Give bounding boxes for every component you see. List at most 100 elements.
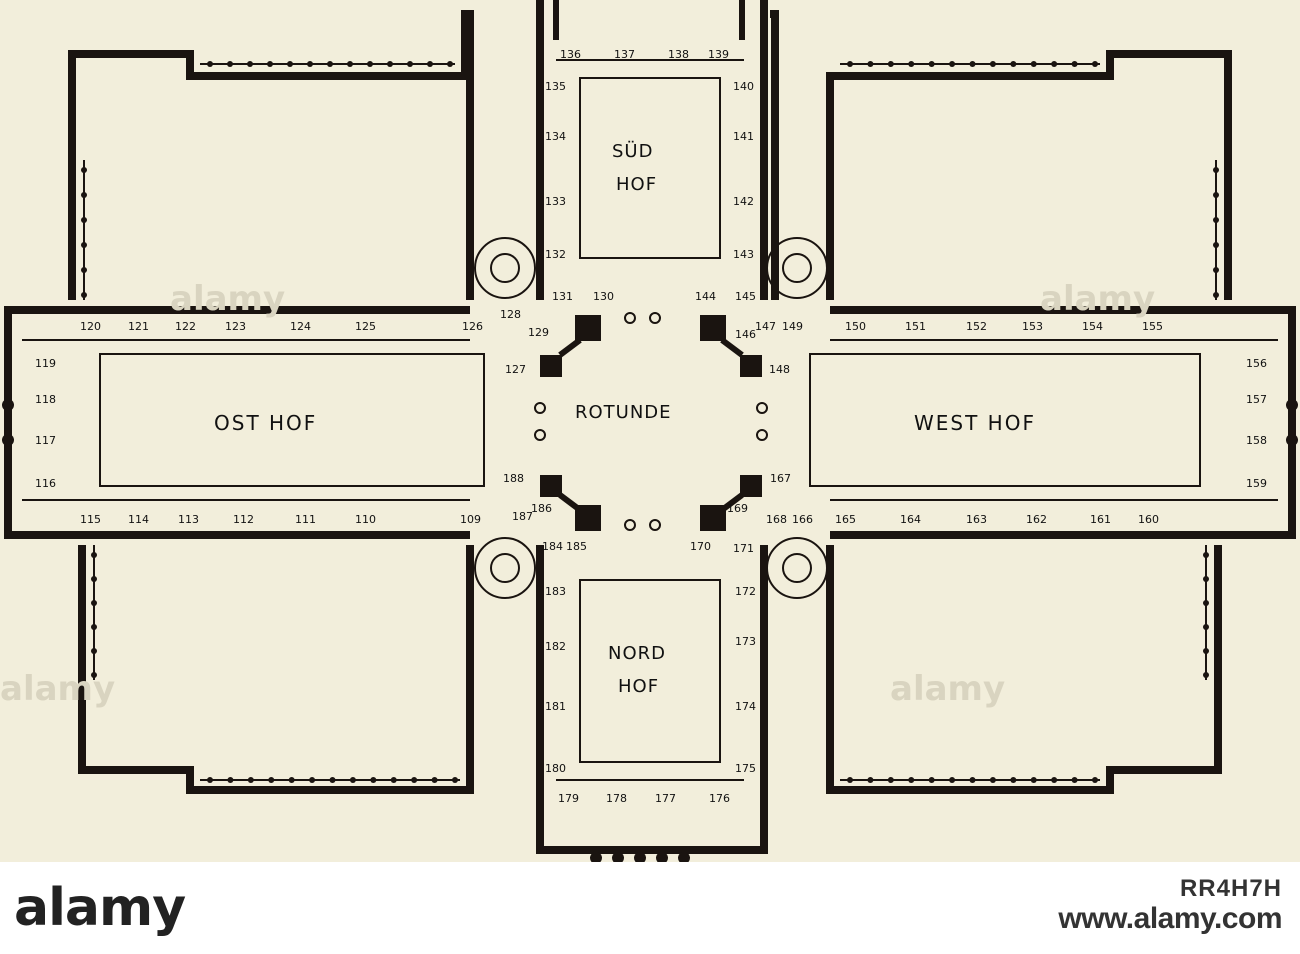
room-label-center_upper-4: 147 [755,320,776,333]
room-label-east_end-3: 116 [35,477,56,490]
room-label-center_lower-8: 170 [690,540,711,553]
alamy-logo: alamy [14,878,186,938]
rotunde-columns [534,312,768,531]
floor-plan-drawing: alamy alamy alamy alamy SÜD HOF NORD HOF… [0,0,1298,864]
label-west-hof: WEST HOF [914,411,1036,435]
room-label-west_top-1: 150 [845,320,866,333]
spiral-stairs [474,237,828,599]
room-label-west_top-6: 155 [1142,320,1163,333]
room-label-north_bottom-1: 178 [606,792,627,805]
room-label-center_lower-4: 185 [566,540,587,553]
label-nord-2: HOF [618,676,659,697]
room-label-east_top-3: 123 [225,320,246,333]
wall-upper-right-wing [826,50,1232,300]
room-label-south_top-3: 139 [708,48,729,61]
room-label-east_bottom-6: 109 [460,513,481,526]
room-label-south_left-3: 132 [545,248,566,261]
label-sued-2: HOF [616,174,657,195]
room-label-east_end-1: 118 [35,393,56,406]
room-label-south_top-1: 137 [614,48,635,61]
wall-west-wing [830,306,1296,539]
room-label-east_bottom-2: 113 [178,513,199,526]
room-label-north_left-3: 180 [545,762,566,775]
label-ost-hof: OST HOF [214,411,317,435]
court-sued [579,77,721,259]
wall-upper-right-inner [770,10,779,300]
wall-east-wing [4,306,470,539]
room-label-east_bottom-5: 110 [355,513,376,526]
room-label-north_left-0: 183 [545,585,566,598]
room-label-east_end-0: 119 [35,357,56,370]
room-label-center_upper-0: 128 [500,308,521,321]
image-id-block: RR4H7H www.alamy.com [1058,874,1282,934]
room-label-north_right-0: 172 [735,585,756,598]
room-label-west_top-2: 151 [905,320,926,333]
room-label-center_lower-0: 188 [503,472,524,485]
wall-lower-right-wing [826,545,1222,794]
rotunde-diagonals [558,337,744,513]
room-label-west_bottom-3: 163 [966,513,987,526]
court-west [809,353,1201,487]
room-label-east_bottom-1: 114 [128,513,149,526]
room-label-center_lower-5: 167 [770,472,791,485]
room-label-east_top-4: 124 [290,320,311,333]
watermark-text-2: alamy [1040,279,1155,319]
court-ost [99,353,485,487]
room-label-west_top-0: 149 [782,320,803,333]
room-label-center_upper-5: 148 [769,363,790,376]
room-label-west_end-3: 159 [1246,477,1267,490]
label-sued-1: SÜD [612,140,653,162]
room-label-center_lower-1: 187 [512,510,533,523]
room-label-south_top-2: 138 [668,48,689,61]
room-label-center_lower-6: 169 [727,502,748,515]
room-label-north_left-1: 182 [545,640,566,653]
watermark-text-1: alamy [170,279,285,319]
window-dots [81,61,1219,783]
room-label-east_top-1: 121 [128,320,149,333]
room-label-west_bottom-6: 160 [1138,513,1159,526]
room-label-north_right-1: 173 [735,635,756,648]
stock-footer: alamy RR4H7H www.alamy.com [0,862,1300,954]
room-label-east_top-5: 125 [355,320,376,333]
watermark-text-4: alamy [890,669,1005,709]
room-label-south_left-1: 134 [545,130,566,143]
room-label-east_top-6: 126 [462,320,483,333]
room-label-west_bottom-4: 162 [1026,513,1047,526]
room-label-east_top-2: 122 [175,320,196,333]
watermark-text-3: alamy [0,669,115,709]
wall-north-wing [536,545,768,854]
room-label-east_end-2: 117 [35,434,56,447]
room-label-south_right-3: 143 [733,248,754,261]
room-label-south_stair-0: 131 [552,290,573,303]
room-label-north_right-3: 175 [735,762,756,775]
room-label-west_bottom-0: 166 [792,513,813,526]
room-label-center_upper-3: 146 [735,328,756,341]
room-label-east_bottom-4: 111 [295,513,316,526]
room-label-south_right-1: 141 [733,130,754,143]
room-label-west_top-4: 153 [1022,320,1043,333]
room-label-west_end-1: 157 [1246,393,1267,406]
room-label-center_upper-1: 129 [528,326,549,339]
room-label-east_top-0: 120 [80,320,101,333]
room-label-north_right-2: 174 [735,700,756,713]
room-label-west_top-3: 152 [966,320,987,333]
room-label-center_lower-9: 171 [733,542,754,555]
room-label-center_lower-2: 186 [531,502,552,515]
room-label-west_end-0: 156 [1246,357,1267,370]
floor-plan: alamy alamy alamy alamy SÜD HOF NORD HOF… [0,0,1300,864]
room-label-east_bottom-3: 112 [233,513,254,526]
site-url: www.alamy.com [1058,902,1282,935]
room-label-south_stair-3: 145 [735,290,756,303]
rotunde-piers [540,315,762,531]
room-label-south_top-0: 136 [560,48,581,61]
room-label-north_left-2: 181 [545,700,566,713]
room-label-south_left-0: 135 [545,80,566,93]
room-label-south_stair-2: 144 [695,290,716,303]
label-rotunde: ROTUNDE [575,402,672,423]
room-label-center_lower-7: 168 [766,513,787,526]
alamy-watermark: alamy alamy alamy alamy [0,279,1155,709]
room-label-west_top-5: 154 [1082,320,1103,333]
room-label-west_end-2: 158 [1246,434,1267,447]
wall-upper-left-wing [68,10,474,300]
